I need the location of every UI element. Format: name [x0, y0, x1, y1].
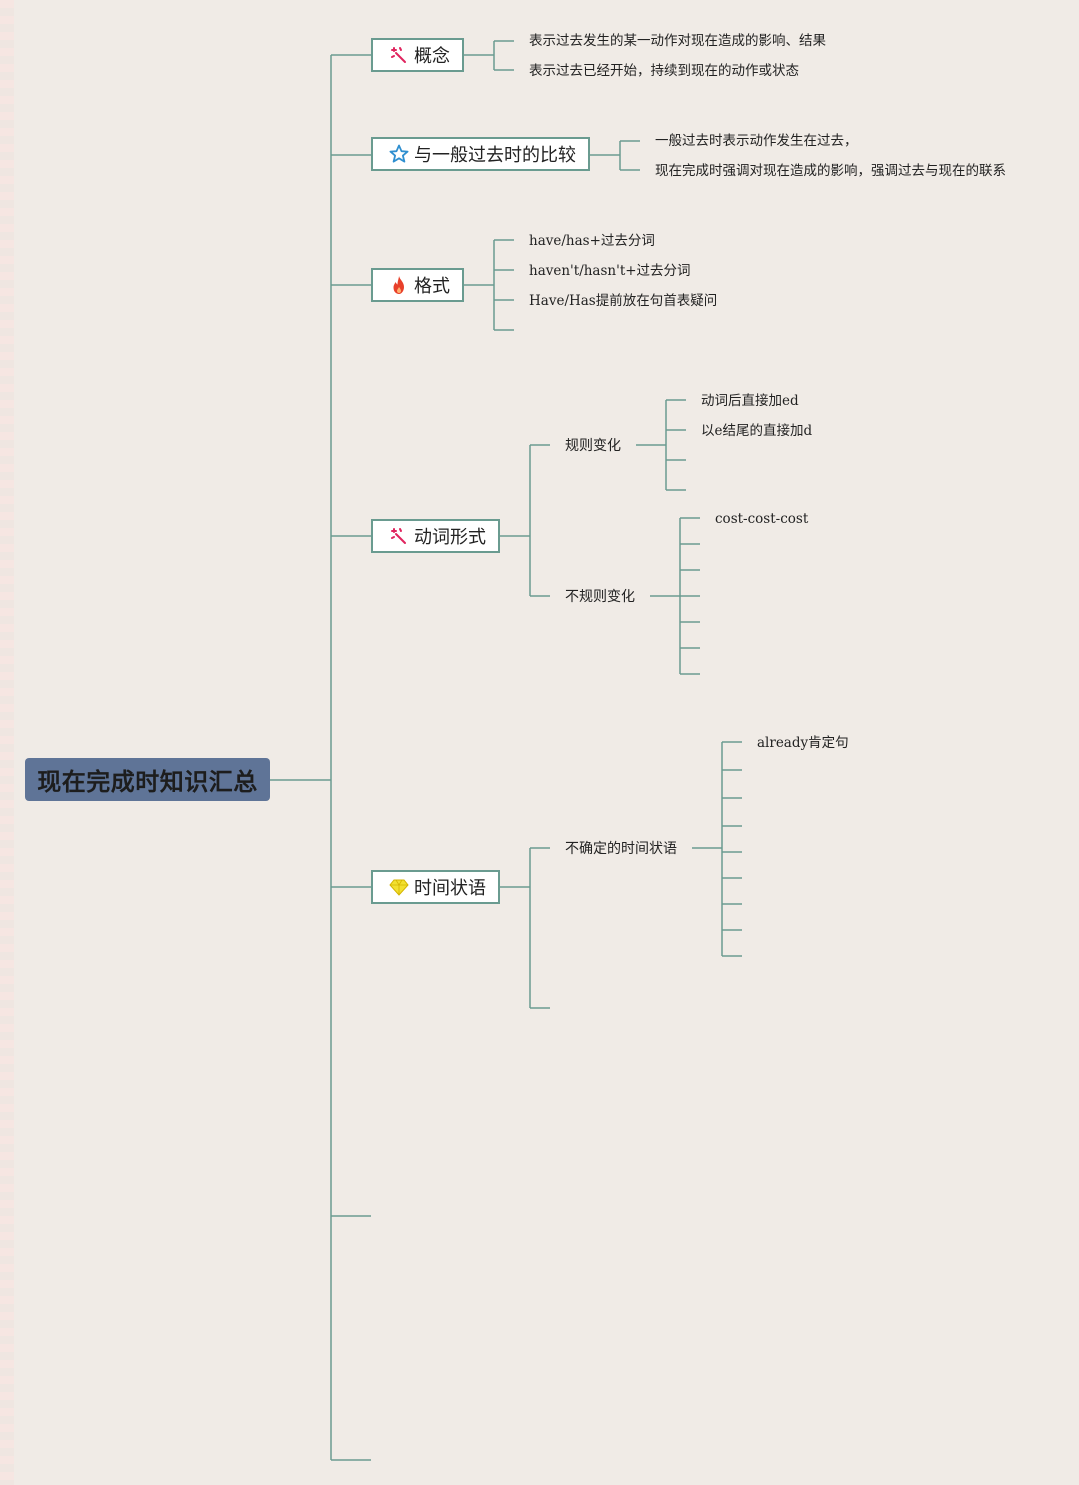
subtopic-indefinite-time[interactable]: 不确定的时间状语 [565, 841, 677, 857]
leaf-text[interactable]: 一般过去时表示动作发生在过去， [655, 133, 858, 149]
fire-icon [389, 275, 409, 295]
topic-label: 概念 [414, 46, 450, 67]
wand-icon [389, 526, 409, 546]
leaf-text[interactable]: have/has+过去分词 [529, 233, 655, 249]
leaf-text[interactable]: 动词后直接加ed [701, 393, 799, 409]
topic-verb-forms[interactable]: 动词形式 [371, 519, 500, 553]
topic-label: 格式 [414, 276, 450, 297]
subtopic-regular[interactable]: 规则变化 [565, 438, 621, 454]
leaf-text[interactable]: already肯定句 [757, 735, 849, 751]
leaf-text[interactable]: 表示过去已经开始，持续到现在的动作或状态 [529, 63, 799, 79]
diamond-icon [389, 877, 409, 897]
topic-format[interactable]: 格式 [371, 268, 464, 302]
wand-icon [389, 45, 409, 65]
leaf-text[interactable]: 以e结尾的直接加d [701, 423, 813, 439]
page-edge-stripe [0, 0, 14, 1485]
topic-comparison[interactable]: 与一般过去时的比较 [371, 137, 590, 171]
star-icon [389, 144, 409, 164]
topic-label: 时间状语 [414, 878, 486, 899]
leaf-text[interactable]: haven't/hasn't+过去分词 [529, 263, 691, 279]
leaf-text[interactable]: cost-cost-cost [715, 511, 809, 527]
leaf-text[interactable]: Have/Has提前放在句首表疑问 [529, 293, 718, 309]
topic-label: 与一般过去时的比较 [414, 145, 576, 166]
topic-concept[interactable]: 概念 [371, 38, 464, 72]
leaf-text[interactable]: 现在完成时强调对现在造成的影响，强调过去与现在的联系 [655, 163, 1006, 179]
root-node[interactable]: 现在完成时知识汇总 [25, 758, 270, 801]
subtopic-irregular[interactable]: 不规则变化 [565, 589, 635, 605]
leaf-text[interactable]: 表示过去发生的某一动作对现在造成的影响、结果 [529, 33, 826, 49]
topic-label: 动词形式 [414, 527, 486, 548]
topic-time-adverbials[interactable]: 时间状语 [371, 870, 500, 904]
